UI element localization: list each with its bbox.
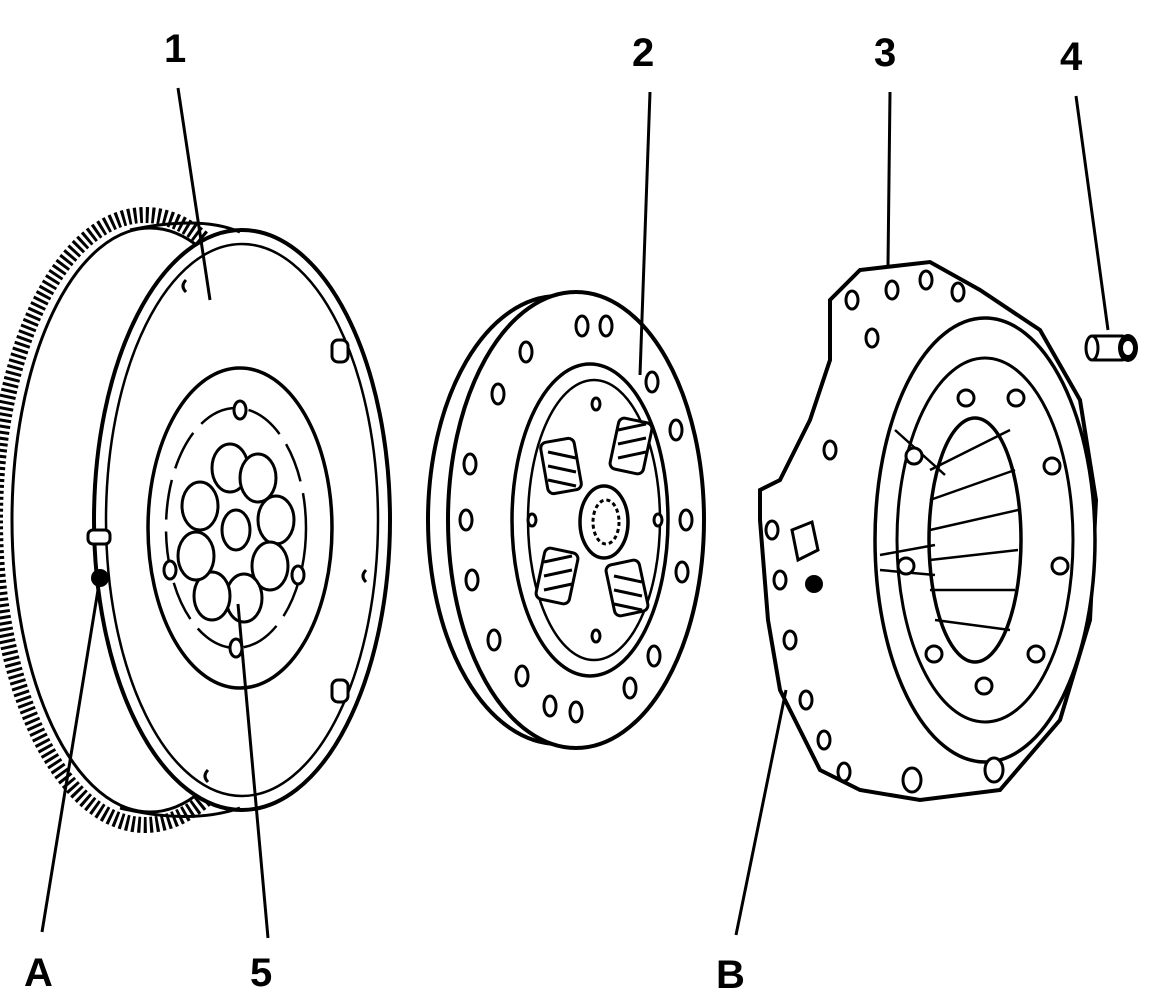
pressure-plate — [758, 259, 1099, 803]
disc-hub-outer — [510, 362, 670, 678]
bolt — [1084, 334, 1138, 362]
flywheel-face-holes — [86, 278, 368, 784]
callout-4: 4 — [1060, 35, 1083, 79]
diaphragm-fingers — [879, 428, 1019, 632]
disc-spline-hub — [578, 484, 630, 560]
leader-line-b — [734, 689, 788, 936]
damper-springs — [534, 416, 654, 618]
flywheel-mark-dot — [91, 569, 109, 587]
flywheel — [0, 207, 392, 833]
pressure-plate-mark-dot — [805, 575, 823, 593]
leader-line-3 — [886, 91, 892, 266]
clutch-disc — [426, 290, 706, 750]
flywheel-face-inner — [104, 242, 380, 798]
leader-lines — [40, 87, 1110, 939]
leader-line-2 — [638, 91, 652, 376]
callout-2: 2 — [632, 31, 654, 75]
callout-5: 5 — [250, 951, 272, 995]
leader-line-5 — [236, 603, 270, 939]
leader-line-a — [40, 589, 100, 933]
flywheel-side-edge — [119, 221, 241, 818]
leader-line-4 — [1074, 95, 1110, 331]
pressure-plate-ring — [895, 356, 1075, 724]
pressure-plate-cover-holes — [764, 269, 1005, 794]
callout-3: 3 — [874, 31, 896, 75]
disc-lining-front — [446, 290, 706, 750]
flywheel-hub-outer — [146, 366, 334, 690]
callout-b: B — [716, 953, 745, 997]
callout-1: 1 — [164, 27, 186, 71]
diaphragm-spring-center — [927, 416, 1023, 664]
pressure-plate-rivets — [896, 388, 1070, 696]
disc-spline-bore — [591, 498, 621, 546]
flywheel-bolts — [176, 442, 296, 624]
disc-rivets — [458, 314, 694, 724]
callout-a: A — [24, 951, 53, 995]
leader-line-1 — [176, 87, 212, 301]
